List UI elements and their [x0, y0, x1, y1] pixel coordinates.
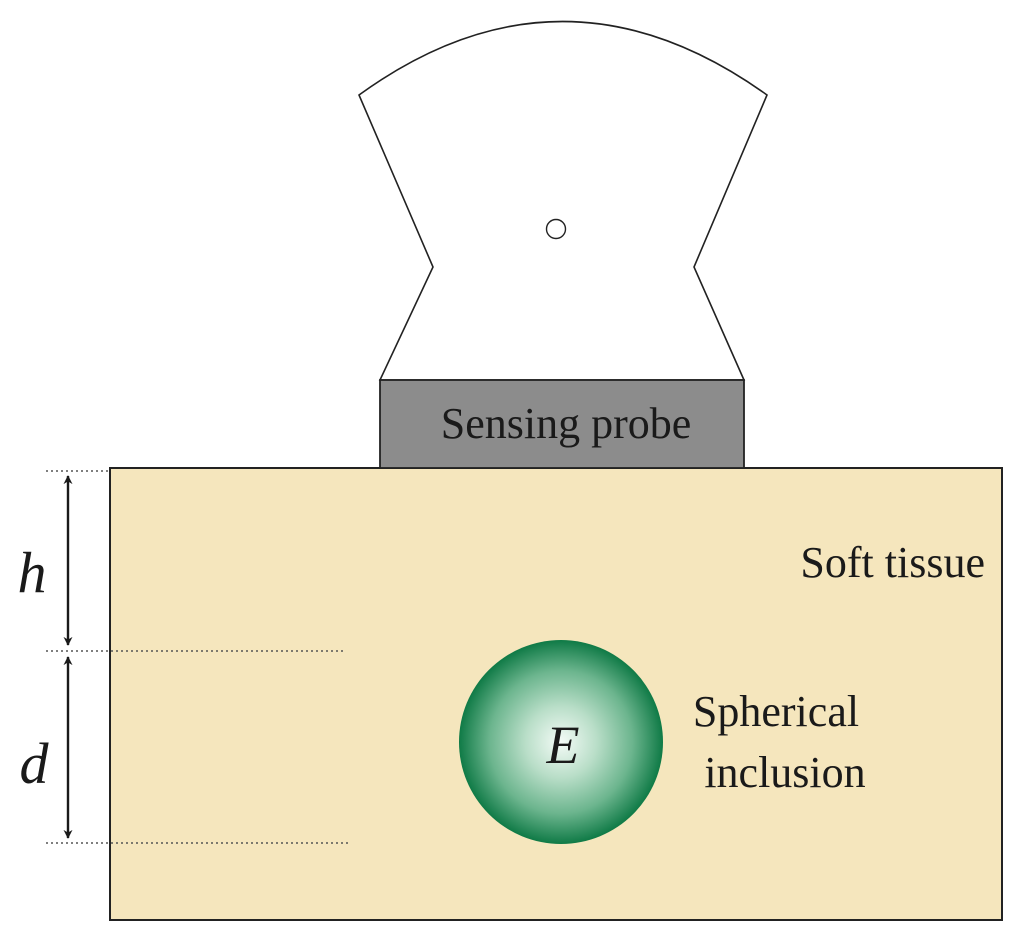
inclusion-label-line1: Spherical	[693, 687, 859, 736]
inclusion-modulus-symbol: E	[546, 715, 580, 775]
depth-h-symbol: h	[18, 540, 47, 605]
transducer-housing	[358, 20, 768, 381]
sensing-probe	[379, 379, 745, 469]
transducer-dot-icon	[545, 218, 567, 240]
spherical-inclusion	[459, 640, 663, 844]
inclusion-label-line2: inclusion	[704, 748, 865, 797]
sensing-probe-label: Sensing probe	[441, 399, 692, 448]
diameter-d-symbol: d	[20, 731, 50, 796]
soft-tissue-label: Soft tissue	[800, 538, 985, 587]
